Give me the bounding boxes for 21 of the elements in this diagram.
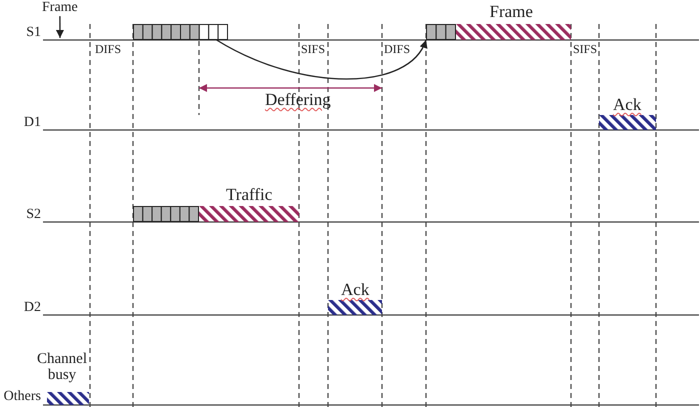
station-label: S2	[26, 207, 41, 224]
station-label: Others	[4, 389, 41, 406]
bar-label: Frame	[490, 2, 533, 22]
backoff-slots-bar	[426, 24, 456, 40]
arrival-label: Frame	[42, 0, 78, 16]
bar-label: Traffic	[226, 185, 272, 205]
interval-label: SIFS	[573, 43, 598, 57]
bar-label: Channel busy	[37, 352, 87, 384]
arrow	[56, 16, 64, 38]
backoff-slots-bar	[133, 206, 199, 222]
backoff-slots-bar	[133, 24, 228, 40]
interval-label: DIFS	[384, 43, 410, 57]
station-label: D2	[24, 300, 41, 316]
period-label: Deffering	[265, 90, 331, 110]
interval-label: SIFS	[301, 43, 326, 57]
bar-label: Ack	[341, 280, 370, 300]
station-label: D1	[24, 115, 41, 132]
curved-arrow	[216, 39, 427, 80]
station-label: S1	[26, 25, 41, 42]
interval-label: DIFS	[95, 43, 122, 57]
bar-label: Ack	[613, 95, 642, 115]
